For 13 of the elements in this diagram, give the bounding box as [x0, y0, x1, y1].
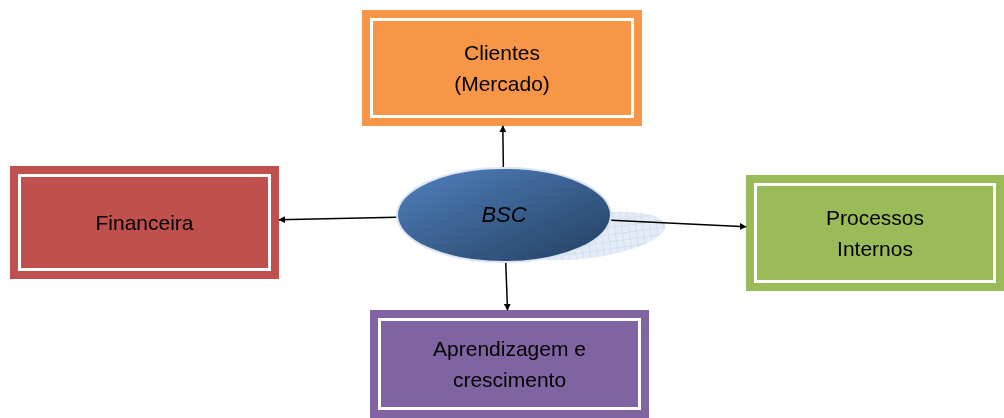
arrow [503, 262, 511, 311]
node-label: Financeira [95, 209, 194, 236]
perspective-box [370, 310, 649, 418]
node-label: BSC [481, 202, 527, 228]
perspective-box [746, 175, 1004, 291]
perspective-box [10, 166, 279, 279]
arrow [278, 216, 397, 224]
node-label: Processos Internos [824, 204, 925, 262]
node-label: Clientes (Mercado) [453, 39, 551, 97]
arrow [610, 219, 747, 230]
arrow [499, 125, 507, 168]
node-label: Aprendizagem e crescimento [432, 335, 587, 393]
perspective-box [362, 10, 642, 126]
